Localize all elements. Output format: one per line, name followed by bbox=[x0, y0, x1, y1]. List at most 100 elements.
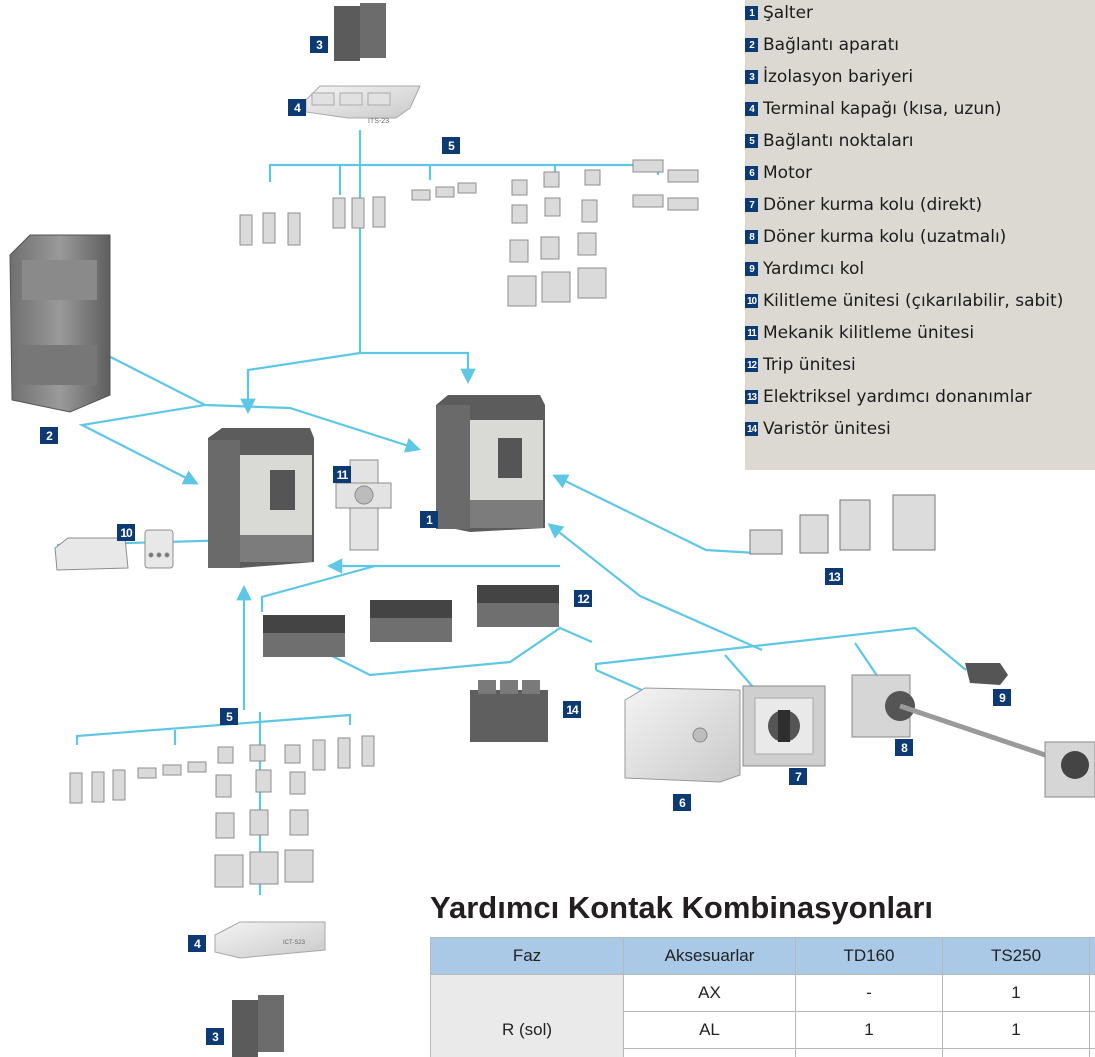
trip-units bbox=[263, 585, 559, 657]
rotary-handle-direct bbox=[742, 685, 826, 767]
legend-item: 9 Yardımcı kol bbox=[745, 253, 864, 285]
legend-number: 6 bbox=[745, 166, 758, 180]
badge-mechanical-interlock: 11 bbox=[333, 466, 351, 483]
auxiliary-handle bbox=[965, 663, 1008, 685]
table-row: AL 1 1 bbox=[431, 1011, 1095, 1049]
connection-lines bbox=[56, 130, 967, 895]
badge-connection-adapter: 2 bbox=[40, 427, 58, 444]
varistor-unit bbox=[470, 680, 548, 742]
badge-varistor-unit: 14 bbox=[563, 701, 581, 718]
legend-item: 5 Bağlantı noktaları bbox=[745, 125, 914, 157]
header-faz: Faz bbox=[430, 937, 624, 975]
badge-connection-terminals-bottom: 5 bbox=[220, 708, 238, 725]
isolation-barrier-top bbox=[334, 3, 386, 61]
mechanical-interlock bbox=[335, 459, 392, 551]
badge-locking-unit: 10 bbox=[117, 524, 135, 541]
badge-isolation-barrier-top: 3 bbox=[310, 36, 328, 53]
header-extra bbox=[1089, 937, 1095, 975]
legend-number: 11 bbox=[745, 326, 758, 340]
legend-item: 6 Motor bbox=[745, 157, 812, 189]
legend-label: Döner kurma kolu (uzatmalı) bbox=[763, 227, 1007, 247]
legend-number: 4 bbox=[745, 102, 758, 116]
table-cell: - bbox=[795, 974, 943, 1012]
table-row bbox=[431, 1048, 1095, 1057]
badge-trip-unit: 12 bbox=[574, 590, 592, 607]
terminal-cover-bottom: ICT-S23 bbox=[214, 921, 326, 959]
legend-number: 3 bbox=[745, 70, 758, 84]
legend-label: Trip ünitesi bbox=[763, 355, 856, 375]
motor-operator bbox=[624, 687, 741, 783]
connection-terminals-bottom bbox=[69, 735, 375, 888]
legend-number: 13 bbox=[745, 390, 758, 404]
faz-cell: R (sol) bbox=[430, 974, 624, 1057]
terminal-cover-top-label: ITS-23 bbox=[368, 118, 389, 125]
legend-label: İzolasyon bariyeri bbox=[763, 67, 914, 87]
locking-units bbox=[54, 529, 174, 571]
legend-label: Terminal kapağı (kısa, uzun) bbox=[763, 99, 1002, 119]
table-cell bbox=[795, 1048, 943, 1057]
table-cell bbox=[942, 1048, 1090, 1057]
legend-label: Elektriksel yardımcı donanımlar bbox=[763, 387, 1032, 407]
header-aksesuarlar: Aksesuarlar bbox=[623, 937, 796, 975]
table-cell bbox=[1089, 1011, 1095, 1049]
table-row: R (sol) AX - 1 bbox=[430, 974, 1095, 1057]
electrical-accessories bbox=[749, 494, 936, 555]
badge-connection-terminals-top: 5 bbox=[442, 137, 460, 154]
legend-number: 10 bbox=[745, 294, 758, 308]
legend-label: Şalter bbox=[763, 3, 814, 23]
legend-number: 8 bbox=[745, 230, 758, 244]
breaker-left bbox=[208, 428, 314, 568]
badge-auxiliary-handle: 9 bbox=[993, 689, 1011, 706]
terminal-cover-top: ITS-23 bbox=[305, 85, 421, 125]
table-cell bbox=[623, 1048, 796, 1057]
legend-item: 2 Bağlantı aparatı bbox=[745, 29, 899, 61]
legend-label: Varistör ünitesi bbox=[763, 419, 891, 439]
legend-label: Motor bbox=[763, 163, 813, 183]
legend-item: 13 Elektriksel yardımcı donanımlar bbox=[745, 381, 1032, 413]
legend-number: 14 bbox=[745, 422, 758, 436]
table-cell: 1 bbox=[942, 974, 1090, 1012]
legend-item: 3 İzolasyon bariyeri bbox=[745, 61, 913, 93]
legend-number: 7 bbox=[745, 198, 758, 212]
legend-item: 4 Terminal kapağı (kısa, uzun) bbox=[745, 93, 1002, 125]
badge-isolation-barrier-bottom: 3 bbox=[206, 1028, 224, 1045]
legend-item: 8 Döner kurma kolu (uzatmalı) bbox=[745, 221, 1006, 253]
table-cell bbox=[1089, 974, 1095, 1012]
badge-terminal-cover-top: 4 bbox=[288, 99, 306, 116]
legend-item: 7 Döner kurma kolu (direkt) bbox=[745, 189, 982, 221]
legend-label: Bağlantı aparatı bbox=[763, 35, 899, 55]
section-title: Yardımcı Kontak Kombinasyonları bbox=[430, 890, 934, 925]
legend-label: Yardımcı kol bbox=[763, 259, 865, 279]
legend-label: Mekanik kilitleme ünitesi bbox=[763, 323, 975, 343]
legend-label: Döner kurma kolu (direkt) bbox=[763, 195, 983, 215]
connection-adapter bbox=[9, 234, 111, 413]
combination-table-wrap: Faz Aksesuarlar TD160 TS250 R (sol) AX -… bbox=[430, 937, 1095, 1057]
header-td160: TD160 bbox=[795, 937, 943, 975]
legend-number: 2 bbox=[745, 38, 758, 52]
table-cell: AL bbox=[623, 1011, 796, 1049]
connection-terminals-top bbox=[239, 159, 699, 307]
badge-breaker: 1 bbox=[420, 511, 438, 528]
terminal-cover-bottom-label: ICT-S23 bbox=[283, 940, 306, 946]
table-cell: 1 bbox=[795, 1011, 943, 1049]
legend-number: 12 bbox=[745, 358, 758, 372]
legend-label: Bağlantı noktaları bbox=[763, 131, 914, 151]
badge-motor: 6 bbox=[673, 794, 691, 811]
legend-item: 11 Mekanik kilitleme ünitesi bbox=[745, 317, 974, 349]
isolation-barrier-bottom bbox=[232, 995, 284, 1057]
legend-number: 9 bbox=[745, 262, 758, 276]
badge-terminal-cover-bottom: 4 bbox=[188, 935, 206, 952]
table-header-row: Faz Aksesuarlar TD160 TS250 bbox=[430, 937, 1095, 975]
badge-rotary-handle-direct: 7 bbox=[789, 768, 807, 785]
rotary-handle-extended bbox=[851, 674, 1095, 798]
legend-number: 5 bbox=[745, 134, 758, 148]
table-cell: 1 bbox=[942, 1011, 1090, 1049]
combination-table: Faz Aksesuarlar TD160 TS250 R (sol) AX -… bbox=[430, 937, 1095, 1057]
badge-rotary-handle-extended: 8 bbox=[895, 739, 913, 756]
table-cell: AX bbox=[623, 974, 796, 1012]
badge-electrical-accessories: 13 bbox=[825, 568, 843, 585]
